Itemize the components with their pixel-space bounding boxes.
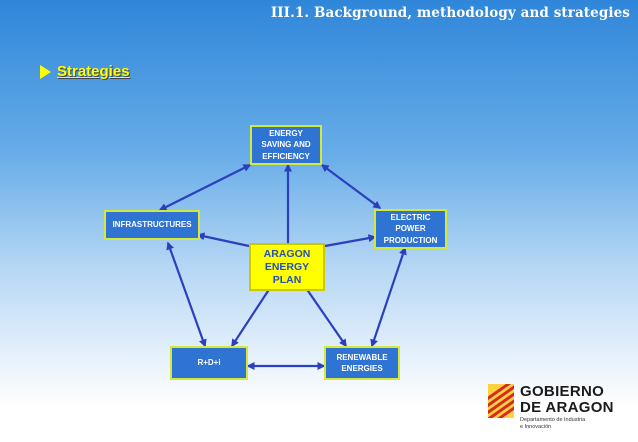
node-energy-saving-label: ENERGY SAVING AND EFFICIENCY bbox=[261, 128, 311, 161]
node-energy-saving: ENERGY SAVING AND EFFICIENCY bbox=[250, 125, 322, 165]
gobierno-aragon-logo: GOBIERNO DE ARAGON Departamento de Indus… bbox=[488, 383, 630, 436]
section-title: Strategies bbox=[57, 63, 130, 80]
logo-line-2: DE ARAGON bbox=[520, 399, 614, 416]
arrow-energy-infrastructures bbox=[158, 164, 252, 211]
node-infrastructures-label: INFRASTRUCTURES bbox=[112, 220, 192, 230]
node-renewable: RENEWABLE ENERGIES bbox=[324, 346, 400, 380]
node-renewable-label: RENEWABLE ENERGIES bbox=[336, 352, 388, 374]
node-rdi: R+D+i bbox=[170, 346, 248, 380]
section-heading: Strategies bbox=[40, 63, 130, 80]
node-aragon-energy-plan: ARAGON ENERGY PLAN bbox=[249, 243, 325, 291]
arrow-center-rdi bbox=[231, 287, 271, 348]
logo-department: Departamento de Industria e Innovación bbox=[520, 417, 586, 430]
arrow-infrastructures-rdi bbox=[166, 241, 207, 348]
arrow-center-infrastructures bbox=[196, 232, 250, 248]
node-electric-power-label: ELECTRIC POWER PRODUCTION bbox=[383, 212, 438, 245]
arrow-energy-electric bbox=[320, 164, 382, 209]
logo-line-1: GOBIERNO bbox=[520, 383, 605, 400]
arrow-electric-renewable bbox=[370, 246, 407, 348]
arrow-center-electric bbox=[324, 234, 377, 248]
arrow-center-renewable bbox=[305, 287, 347, 348]
node-aragon-energy-plan-label: ARAGON ENERGY PLAN bbox=[263, 247, 311, 286]
aragon-flag-icon bbox=[488, 384, 514, 418]
bullet-arrow-icon bbox=[40, 64, 51, 79]
node-infrastructures: INFRASTRUCTURES bbox=[104, 210, 200, 240]
header-title: III.1. Background, methodology and strat… bbox=[270, 5, 630, 21]
node-rdi-label: R+D+i bbox=[197, 358, 221, 368]
node-electric-power: ELECTRIC POWER PRODUCTION bbox=[374, 209, 447, 249]
